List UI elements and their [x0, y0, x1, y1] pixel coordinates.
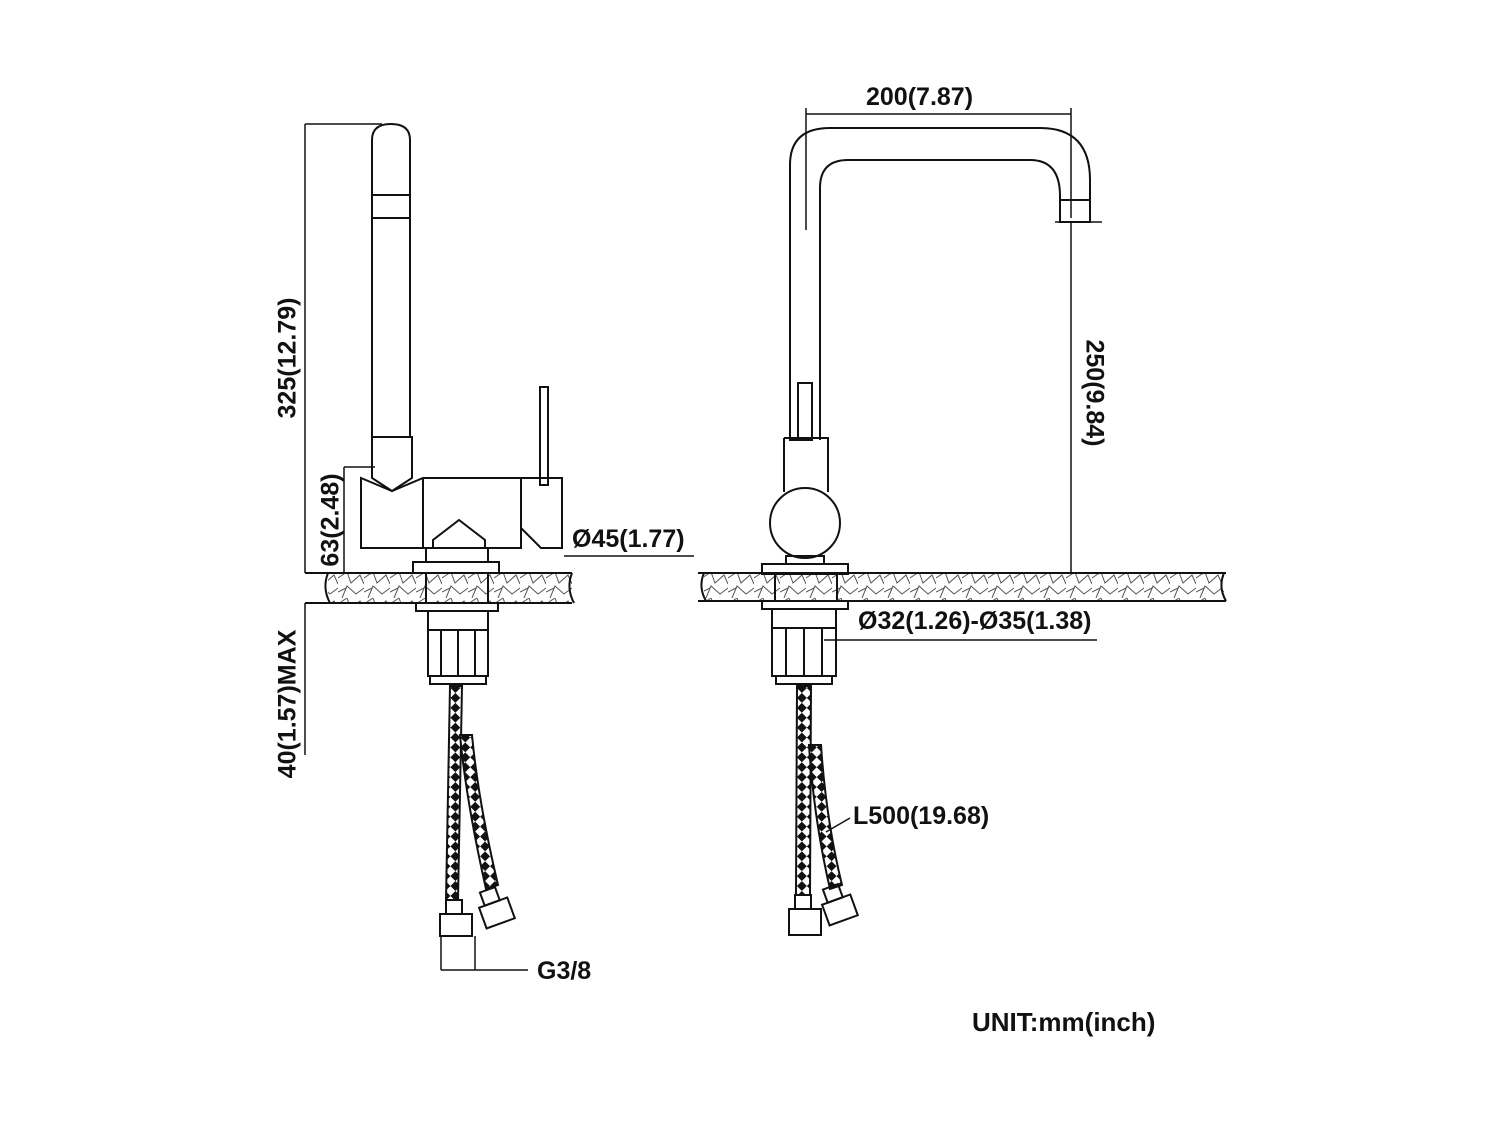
- body-height-label: 63(2.48): [316, 473, 345, 567]
- right-body: [769, 437, 841, 565]
- left-spout: [371, 122, 413, 493]
- right-hoses: [788, 685, 860, 936]
- left-body: [360, 386, 563, 563]
- total-height-label: 325(12.79): [273, 297, 302, 419]
- left-hoses: [439, 685, 517, 937]
- unit-note: UNIT:mm(inch): [972, 1007, 1156, 1037]
- left-countertop: [305, 572, 575, 604]
- hole-diameter-label: Ø32(1.26)-Ø35(1.38): [858, 607, 1092, 635]
- below-counter-label: 40(1.57)MAX: [273, 629, 302, 779]
- right-dimension-lines: [805, 108, 1102, 833]
- body-diameter-label: Ø45(1.77): [572, 525, 685, 553]
- left-dimension-lines: [304, 123, 694, 971]
- left-mounting-shank: [412, 561, 500, 685]
- spout-reach-label: 200(7.87): [866, 83, 974, 111]
- right-mounting-shank: [761, 563, 849, 685]
- right-spout: [789, 127, 1091, 441]
- right-countertop: [698, 572, 1227, 602]
- hose-length-label: L500(19.68): [853, 802, 990, 830]
- thread-label: G3/8: [537, 957, 592, 985]
- spout-height-label: 250(9.84): [1080, 339, 1109, 447]
